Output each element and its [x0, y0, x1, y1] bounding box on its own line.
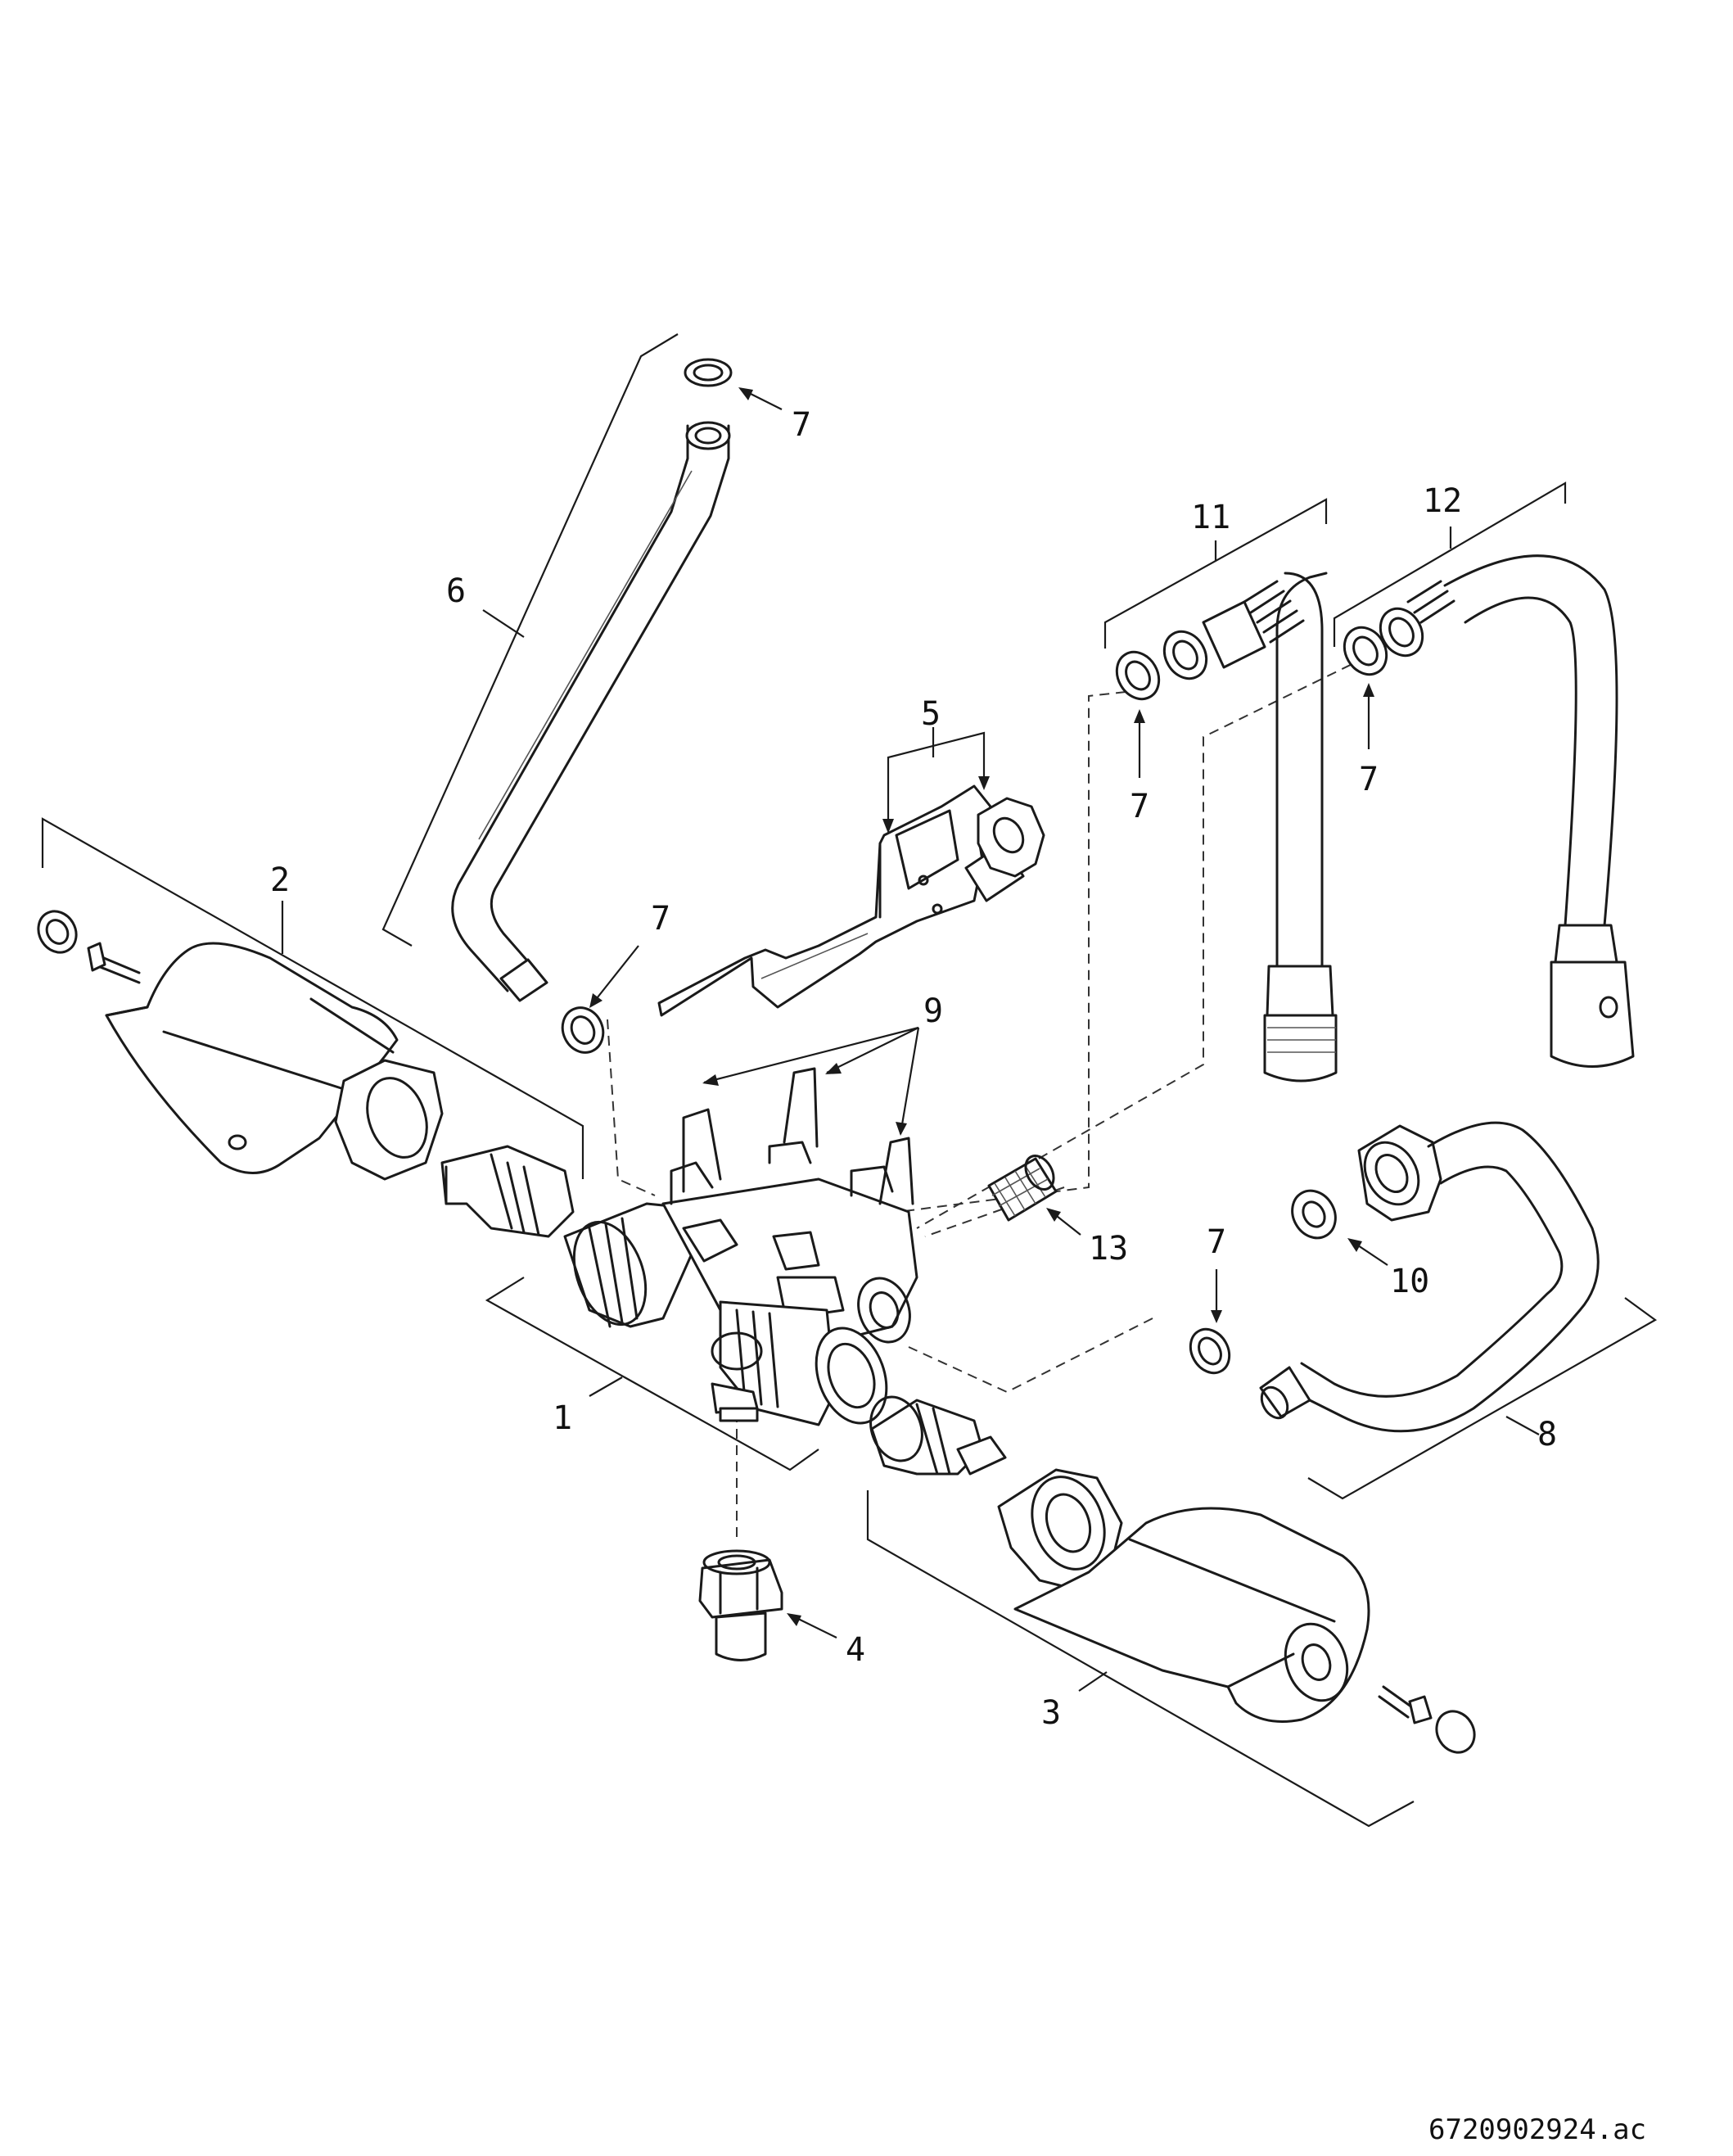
label-7-hose-11: 7 [1130, 788, 1149, 825]
assembly-dashed-lines [607, 657, 1366, 1539]
valve-handle-3 [869, 1395, 1476, 1754]
pipe-8 [1259, 1121, 1600, 1433]
flex-hose-11 [1162, 572, 1338, 1083]
clip-9c [878, 1137, 914, 1205]
filter-screen-13 [987, 1155, 1058, 1222]
bracket-6 [381, 333, 679, 947]
clip-9b [783, 1067, 819, 1148]
leader-13 [1046, 1208, 1081, 1236]
label-9: 9 [923, 992, 943, 1030]
label-4: 4 [846, 1631, 865, 1669]
o-ring-hose-11 [1115, 650, 1161, 701]
label-7-pipe-8: 7 [1207, 1223, 1226, 1261]
bracket-12 [1333, 481, 1567, 647]
flex-hose-12 [1379, 554, 1635, 1068]
washer-10 [1291, 1189, 1337, 1240]
leader-10 [1347, 1238, 1388, 1266]
leader-7-pipe-8 [1211, 1269, 1222, 1323]
o-ring-hose-12 [1343, 626, 1388, 676]
label-2: 2 [270, 861, 290, 899]
leader-4 [787, 1613, 837, 1638]
bracket-3 [866, 1490, 1415, 1828]
leader-7-left [589, 945, 639, 1008]
leader-5 [882, 727, 990, 834]
label-7-hose-12: 7 [1359, 761, 1379, 798]
label-8: 8 [1537, 1416, 1557, 1453]
label-11: 11 [1191, 499, 1230, 536]
label-5: 5 [921, 695, 941, 733]
leader-7-hose-11 [1134, 709, 1145, 778]
o-ring-top [684, 358, 733, 387]
label-1: 1 [553, 1399, 572, 1437]
label-10: 10 [1390, 1263, 1429, 1300]
valve-body-1 [563, 1141, 918, 1426]
label-13: 13 [1089, 1230, 1128, 1268]
bracket-11 [1103, 498, 1328, 649]
bracket-1 [485, 1277, 819, 1471]
clip-9a [682, 1108, 722, 1193]
bracket-8 [1307, 1297, 1658, 1500]
callout-labels: 6 7 2 7 5 11 12 7 7 9 13 7 10 1 8 4 3 [270, 406, 1557, 1732]
label-6: 6 [446, 572, 466, 610]
label-7-top: 7 [792, 406, 811, 444]
label-7-left: 7 [651, 900, 670, 938]
pipe-6 [451, 421, 731, 1002]
leader-7-hose-12 [1363, 683, 1374, 749]
leader-7-top [738, 387, 783, 410]
leader-9 [702, 1026, 920, 1136]
o-ring-left [561, 1006, 605, 1054]
mounting-bracket-5 [657, 784, 1045, 1017]
label-12: 12 [1423, 482, 1462, 520]
fitting-4 [698, 1549, 783, 1661]
o-ring-pipe-8 [1189, 1327, 1231, 1375]
bracket-2 [41, 817, 584, 1179]
drawing-reference-number: 6720902924.ac [1428, 2113, 1646, 2146]
label-3: 3 [1041, 1694, 1061, 1732]
valve-handle-2 [37, 910, 575, 1238]
